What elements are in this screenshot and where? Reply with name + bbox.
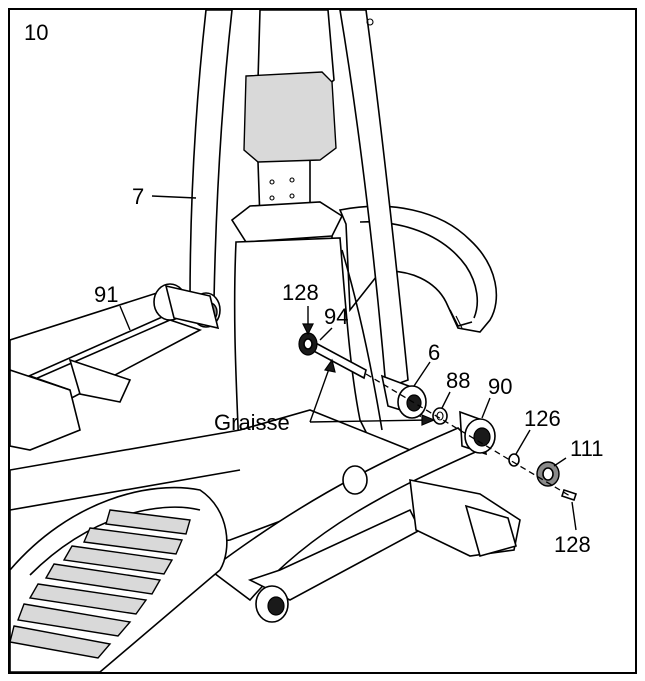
- label-part-91: 91: [94, 282, 118, 307]
- left-upper-arm-7: [189, 10, 233, 303]
- upright-post: [230, 10, 344, 251]
- right-upper-arm: [339, 10, 409, 390]
- label-part-90: 90: [488, 374, 512, 399]
- label-part-94: 94: [324, 304, 348, 329]
- step-number: 10: [24, 20, 48, 45]
- leader-lines: [119, 195, 577, 531]
- base-shroud: [338, 205, 498, 333]
- label-part-6: 6: [428, 340, 440, 365]
- assembly-drawing: 10 7 91 128 94 6 88 90 126 111 128 Grais…: [10, 10, 603, 672]
- label-grease: Graisse: [214, 410, 290, 435]
- pivot-90: [459, 410, 496, 456]
- instruction-figure: 10 7 91 128 94 6 88 90 126 111 128 Grais…: [8, 8, 637, 674]
- lower-arm: [208, 427, 482, 623]
- bolt-128: [560, 488, 578, 502]
- label-part-111: 111: [570, 436, 603, 461]
- washer-126: [508, 453, 520, 467]
- label-part-126: 126: [524, 406, 561, 431]
- left-pedal: [10, 486, 228, 672]
- rear-bracket: [409, 478, 521, 557]
- axle-94: [298, 332, 367, 380]
- label-part-128-top: 128: [282, 280, 319, 305]
- label-part-128-bottom: 128: [554, 532, 591, 557]
- pedal-treads: [10, 509, 191, 659]
- label-part-88: 88: [446, 368, 470, 393]
- label-part-7: 7: [132, 184, 144, 209]
